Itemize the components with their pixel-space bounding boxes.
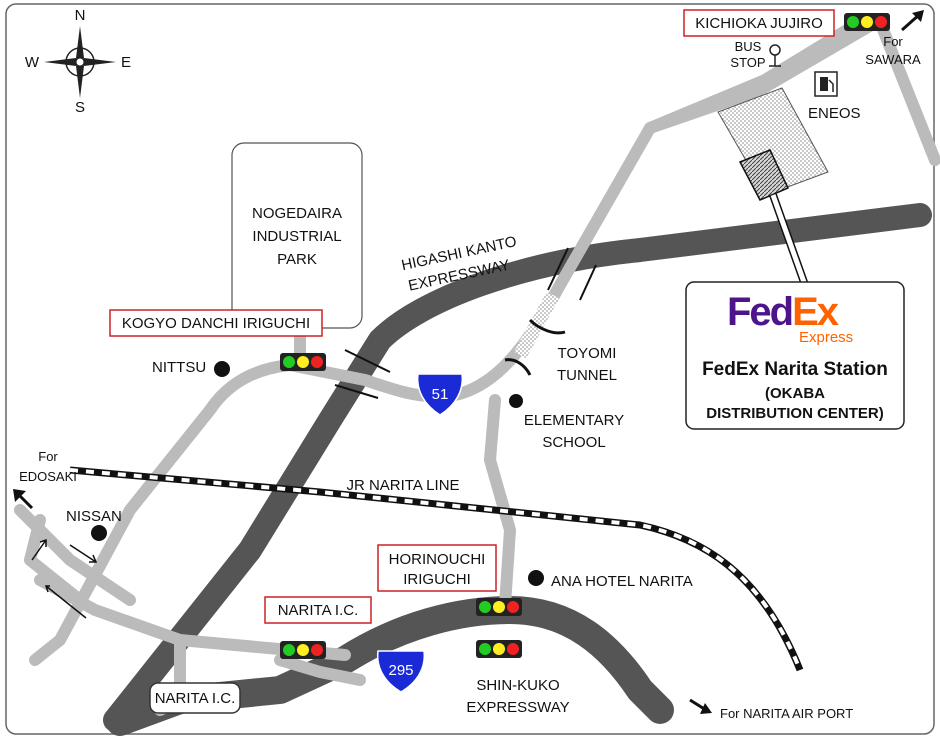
fedex-info-box xyxy=(685,281,905,430)
kogyo-box xyxy=(109,309,323,337)
eneos-label: ENEOS xyxy=(808,105,861,122)
fedex-sub-1: (OKABA xyxy=(765,385,825,402)
shin-kuko-label-1: SHIN-KUKO xyxy=(476,677,559,694)
fedex-logo: FedEx xyxy=(727,290,839,334)
fedex-sub-2: DISTRIBUTION CENTER) xyxy=(706,405,884,422)
nissan-label: NISSAN xyxy=(66,508,122,525)
traffic-light-icon xyxy=(476,598,522,616)
edosaki-label-1: For xyxy=(38,449,58,464)
school-marker xyxy=(509,394,523,408)
bridge-marks xyxy=(334,247,597,399)
route-51-shield-icon xyxy=(416,373,464,416)
compass-icon xyxy=(44,26,116,98)
arrow-airport-icon xyxy=(689,698,712,714)
bus-stop-icon xyxy=(769,44,781,67)
edosaki-label-2: EDOSAKI xyxy=(19,469,77,484)
sawara-label-1: For xyxy=(883,34,903,49)
compass-w: W xyxy=(25,54,40,71)
narita-ic-signal-box xyxy=(264,596,372,624)
park-label-1: NOGEDAIRA xyxy=(252,205,342,222)
arrow-sawara-icon xyxy=(901,10,924,32)
gas-station-icon xyxy=(814,71,838,97)
route-51-label: 51 xyxy=(432,386,449,403)
traffic-light-icon xyxy=(280,641,326,659)
nittsu-label: NITTSU xyxy=(152,359,206,376)
airport-label: For NARITA AIR PORT xyxy=(720,706,853,721)
compass-n: N xyxy=(75,7,86,24)
fedex-building xyxy=(738,149,790,201)
arrow-edosaki-icon xyxy=(13,489,34,510)
nittsu-marker xyxy=(214,361,230,377)
ramp-arrows xyxy=(31,538,98,619)
tunnel-label-2: TUNNEL xyxy=(557,367,617,384)
horinouchi-label-2: IRIGUCHI xyxy=(403,571,471,588)
traffic-light-icon xyxy=(844,13,890,31)
tunnel-label-1: TOYOMI xyxy=(558,345,617,362)
traffic-light-icon xyxy=(280,353,326,371)
narita-ic-box xyxy=(149,682,241,714)
narita-ic-signal-label: NARITA I.C. xyxy=(278,602,359,619)
hotel-marker xyxy=(528,570,544,586)
kogyo-label: KOGYO DANCHI IRIGUCHI xyxy=(122,315,310,332)
fedex-station-name: FedEx Narita Station xyxy=(702,359,888,380)
shin-kuko-label-2: EXPRESSWAY xyxy=(466,699,569,716)
higashi-kanto-expressway xyxy=(103,203,932,732)
school-label-2: SCHOOL xyxy=(542,434,605,451)
horinouchi-box xyxy=(377,544,497,592)
narita-ic-label: NARITA I.C. xyxy=(155,690,236,707)
nissan-marker xyxy=(91,525,107,541)
school-label-1: ELEMENTARY xyxy=(524,412,624,429)
jr-line-label: JR NARITA LINE xyxy=(346,477,459,494)
route-295-shield-icon xyxy=(376,650,426,693)
compass-e: E xyxy=(121,54,131,71)
bus-stop-label-2: STOP xyxy=(730,55,765,70)
sawara-label-2: SAWARA xyxy=(865,52,921,67)
traffic-light-icon xyxy=(476,640,522,658)
hotel-label: ANA HOTEL NARITA xyxy=(551,573,693,590)
route-295-label: 295 xyxy=(388,662,413,679)
park-label-3: PARK xyxy=(277,251,317,268)
kichioka-box xyxy=(683,9,835,37)
fedex-express-label: Express xyxy=(799,329,853,346)
compass-s: S xyxy=(75,99,85,116)
kichioka-label: KICHIOKA JUJIRO xyxy=(695,15,823,32)
jr-narita-line-dashes xyxy=(69,468,802,671)
park-label-2: INDUSTRIAL xyxy=(252,228,341,245)
bus-stop-label-1: BUS xyxy=(735,39,762,54)
horinouchi-label-1: HORINOUCHI xyxy=(389,551,486,568)
tunnel-portals xyxy=(504,318,566,376)
